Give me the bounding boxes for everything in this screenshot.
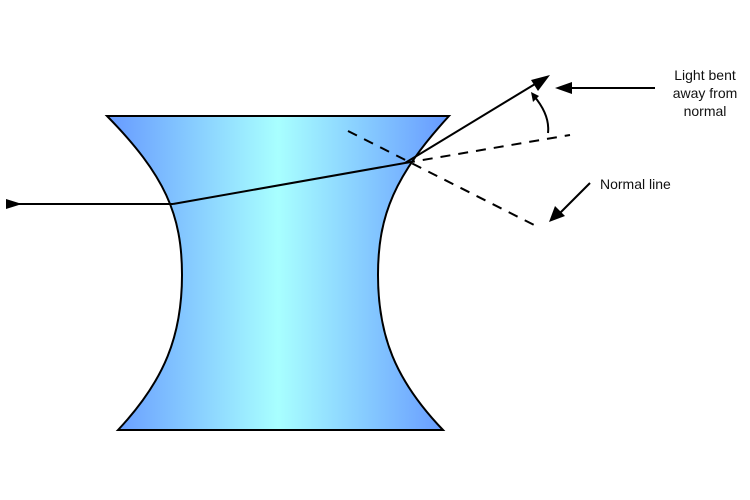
pointer-light-bent-arrowhead — [555, 82, 572, 94]
emergent-ray — [404, 80, 541, 164]
label-light-bent-line3: normal — [684, 103, 727, 119]
label-light-bent-line2: away from — [673, 85, 738, 101]
label-light-bent-line1: Light bent — [674, 67, 736, 83]
incident-arrowhead — [6, 199, 22, 209]
refracted-ray-inside — [172, 162, 406, 205]
concave-lens — [104, 115, 452, 431]
pointer-normal-arrowhead — [549, 206, 565, 222]
angle-arc — [533, 95, 550, 134]
ray-extension-dashed — [404, 134, 571, 164]
label-normal-line: Normal line — [600, 176, 671, 192]
emergent-arrowhead — [531, 75, 550, 91]
angle-arc-arrowhead — [531, 92, 539, 102]
pointer-normal — [559, 182, 591, 214]
